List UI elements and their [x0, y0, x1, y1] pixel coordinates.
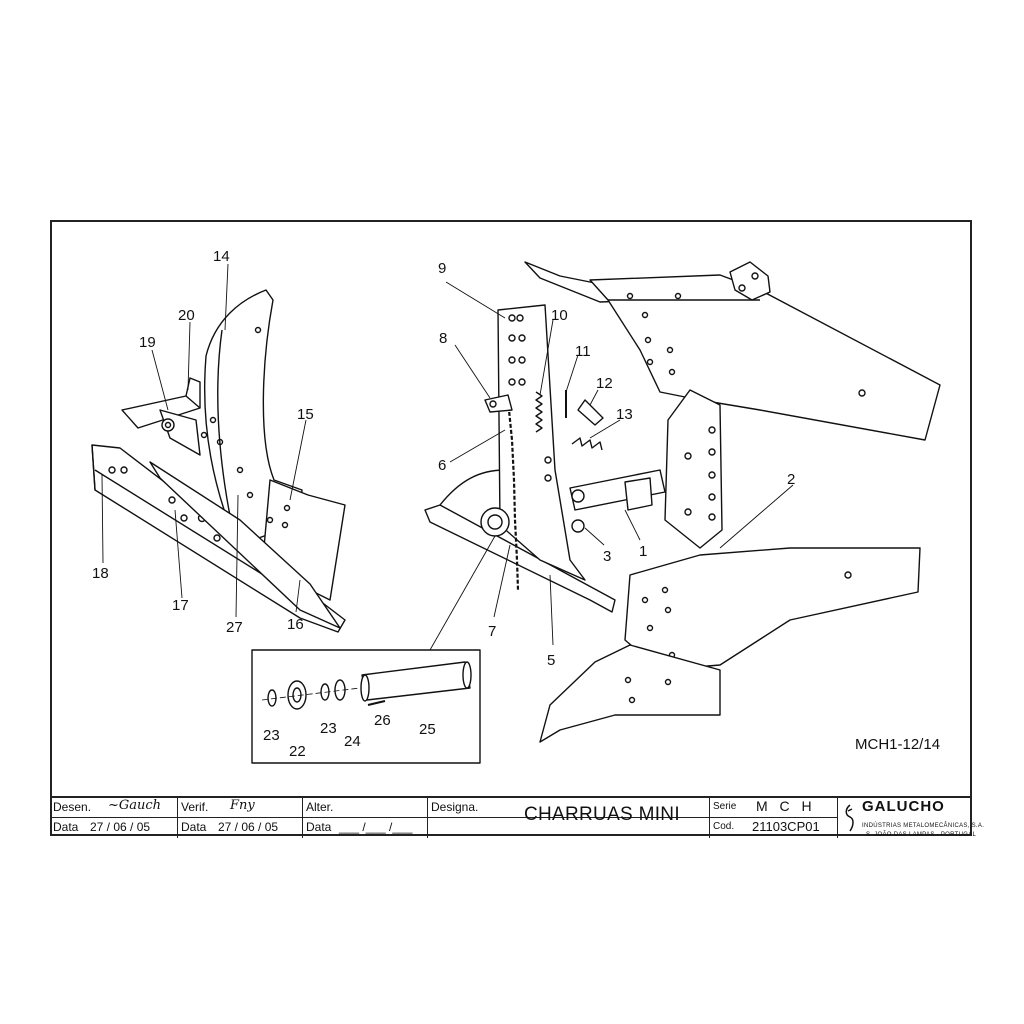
verif-date: 27 / 06 / 05 [218, 820, 279, 834]
part-label: 12 [596, 375, 613, 392]
part-label: 3 [603, 548, 611, 565]
company-cell: GALUCHO INDÚSTRIAS METALOMECÂNICAS, S.A.… [838, 798, 984, 838]
part-label: 27 [226, 619, 243, 636]
drawing-reference: MCH1-12/14 [855, 736, 940, 753]
detail-box [251, 535, 496, 764]
part-label: 6 [438, 457, 446, 474]
drawing-title: CHARRUAS MINI [524, 804, 680, 825]
part-label: 17 [172, 597, 189, 614]
desen-cell: Desen. ~Gauch Data 27 / 06 / 05 [50, 798, 178, 838]
signature-desen: ~Gauch [108, 798, 162, 813]
serie-label: Serie [713, 801, 737, 812]
part-label: 1 [639, 543, 647, 560]
right-plough-assembly [424, 261, 941, 743]
cod-label: Cod. [713, 821, 735, 832]
serie-value: M C H [756, 798, 816, 814]
part-label: 14 [213, 248, 230, 265]
part-label: 20 [178, 307, 195, 324]
part-label: 26 [374, 712, 391, 729]
part-label: 25 [419, 721, 436, 738]
part-label: 5 [547, 652, 555, 669]
part-label: 19 [139, 334, 156, 351]
part-label: 11 [575, 343, 591, 360]
desen-date: 27 / 06 / 05 [90, 820, 151, 834]
part-label: 7 [488, 623, 496, 640]
part-label: 15 [297, 406, 314, 423]
part-label: 18 [92, 565, 109, 582]
part-label: 23 [263, 727, 280, 744]
data-label: Data [53, 820, 79, 834]
data-label: Data [181, 820, 207, 834]
designation-cell: Designa. CHARRUAS MINI [428, 798, 710, 838]
cod-value: 21103CP01 [752, 819, 820, 834]
part-label: 9 [438, 260, 446, 277]
part-label: 24 [344, 733, 361, 750]
data-label: Data [306, 820, 332, 834]
alter-label: Alter. [306, 800, 334, 814]
part-label: 2 [787, 471, 795, 488]
alter-date: ___ /___ /___ [339, 820, 413, 834]
part-label: 8 [439, 330, 447, 347]
desen-label: Desen. [53, 800, 92, 814]
leader-lines [101, 263, 794, 646]
left-plough-body [91, 289, 346, 633]
signature-verif: Fny [230, 798, 255, 813]
part-label: 16 [287, 616, 304, 633]
company-name: GALUCHO [862, 798, 945, 815]
verif-cell: Verif. Fny Data 27 / 06 / 05 [178, 798, 303, 838]
verif-label: Verif. [181, 800, 209, 814]
title-block: Desen. ~Gauch Data 27 / 06 / 05 Verif. F… [50, 796, 984, 838]
company-subtitle: INDÚSTRIAS METALOMECÂNICAS, S.A. [862, 823, 985, 829]
part-label: 13 [616, 406, 633, 423]
designation-label: Designa. [431, 800, 479, 814]
alter-cell: Alter. Data ___ /___ /___ [303, 798, 428, 838]
part-label: 10 [551, 307, 568, 324]
part-label: 22 [289, 743, 306, 760]
drawing-frame [50, 220, 972, 836]
serie-cod-cell: Serie M C H Cod. 21103CP01 [710, 798, 838, 838]
company-location: S. JOÃO DAS LAMPAS - PORTUGAL [866, 832, 977, 838]
part-label: 23 [320, 720, 337, 737]
company-logo-icon [845, 804, 854, 832]
